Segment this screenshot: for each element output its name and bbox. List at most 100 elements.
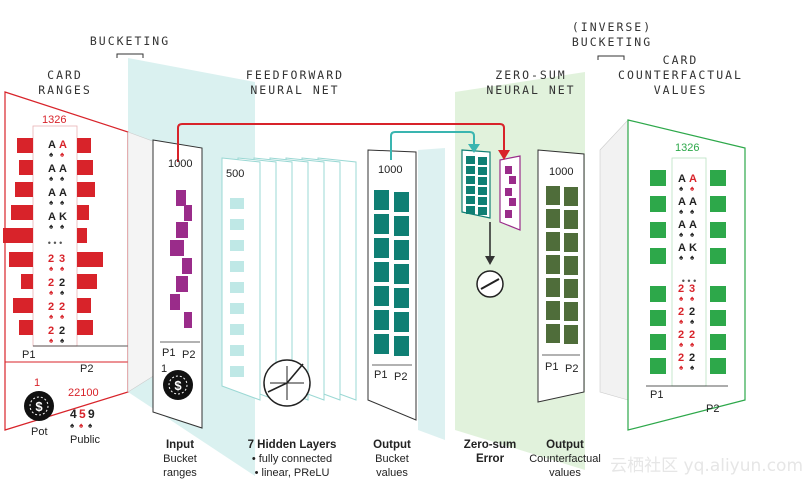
cf-p1-bar	[650, 248, 666, 264]
bucketing-connector	[127, 131, 156, 393]
p1-range-bar	[9, 252, 33, 267]
output-cell	[374, 214, 389, 234]
hidden-layers-stack	[221, 157, 357, 401]
p1-range-bar	[13, 298, 33, 313]
card-rank: A	[678, 196, 686, 208]
hidden-neuron	[230, 366, 244, 377]
public-card-suit-icon: ♠	[70, 421, 75, 430]
p2-range-bar	[77, 320, 93, 335]
zero-sum-output-panel	[537, 149, 585, 403]
hidden-plane	[418, 148, 445, 440]
card-rank: 3	[59, 253, 65, 265]
card-suit-icon: ♠	[60, 198, 65, 207]
cf-p2-bar	[710, 358, 726, 374]
hidden-caption: 7 Hidden Layers • fully connected • line…	[240, 438, 344, 480]
cf-p1-bar	[650, 358, 666, 374]
p1-range-bar	[19, 320, 33, 335]
p1-range-bar	[15, 182, 33, 197]
hidden-layer	[221, 157, 261, 401]
card-rank: K	[689, 242, 697, 254]
p2-range-bar	[77, 160, 93, 175]
card-suit-icon: ♠	[49, 264, 54, 273]
input-caption-sub: Bucket ranges	[163, 453, 197, 479]
p1-range-bar	[11, 205, 33, 220]
output-cell	[374, 334, 389, 354]
cf-p1-bar	[650, 196, 666, 212]
cf-p2-bar	[710, 170, 726, 186]
cf-p2-bar	[710, 222, 726, 238]
zs-output-p2: P2	[565, 363, 578, 375]
zs-teal-cell	[478, 157, 487, 165]
card-rank: 3	[689, 283, 695, 295]
card-suit-icon: ♠	[690, 184, 695, 193]
zs-teal-cell	[466, 196, 475, 204]
card-rank: 2	[59, 325, 65, 337]
card-rank: A	[59, 187, 67, 199]
p2-range-bar	[77, 298, 91, 313]
card-rank: 2	[48, 253, 54, 265]
output-caption-title: Output	[373, 439, 411, 451]
p2-range-bar	[77, 205, 89, 220]
input-caption-title: Input	[165, 439, 195, 451]
output-caption-sub: Bucket values	[375, 453, 409, 479]
zs-teal-cell	[466, 206, 475, 214]
input-bucket-bar	[184, 205, 192, 221]
public-value: 22100	[68, 387, 99, 399]
card-suit-icon: ♠	[49, 222, 54, 231]
card-suit-icon: ♠	[679, 253, 684, 262]
cf-p1-bar	[650, 286, 666, 302]
zerosum-caption-title: Zero-sum	[463, 439, 517, 451]
card-suit-icon: ♠	[690, 363, 695, 372]
card-rank: A	[689, 196, 697, 208]
zs-output-cell	[546, 301, 560, 320]
zs-output-cell	[546, 186, 560, 205]
zs-output-count: 1000	[549, 166, 573, 178]
card-suit-icon: ♠	[690, 230, 695, 239]
card-rank: 2	[48, 325, 54, 337]
input-bucket-bars	[170, 190, 192, 328]
output-cell	[394, 264, 409, 284]
card-suit-icon: ♠	[49, 198, 54, 207]
hidden-count: 500	[226, 168, 244, 180]
p2-range-bar	[77, 138, 91, 153]
card-rank: K	[59, 211, 67, 223]
output-cell	[374, 190, 389, 210]
card-suit-icon: ♠	[690, 294, 695, 303]
card-rank: A	[59, 163, 67, 175]
card-suit-icon: ♠	[60, 288, 65, 297]
card-suit-icon: ♠	[60, 222, 65, 231]
inverse-bucketing-heading: (INVERSE) BUCKETING	[571, 20, 653, 49]
p1-range-bar	[19, 160, 33, 175]
watermark: 云栖社区 yq.aliyun.com	[610, 456, 803, 476]
output-p1: P1	[374, 369, 387, 381]
bucketing-heading: BUCKETING	[89, 34, 171, 48]
output-count: 1000	[378, 164, 402, 176]
feedforward-heading: FEEDFORWARD NEURAL NET	[245, 68, 345, 97]
card-rank: 2	[678, 306, 684, 318]
card-suit-icon: ♠	[49, 174, 54, 183]
zs-output-cell	[546, 255, 560, 274]
card-rank: 2	[689, 329, 695, 341]
card-rank: 2	[48, 277, 54, 289]
output-cell	[394, 192, 409, 212]
card-suit-icon: ♠	[690, 317, 695, 326]
zs-output-cell	[564, 325, 578, 344]
pot-label: Pot	[31, 426, 48, 438]
card-ranges-p2: P2	[80, 363, 93, 375]
card-suit-icon: ♠	[690, 253, 695, 262]
output-cell	[394, 240, 409, 260]
card-rank: 2	[48, 301, 54, 313]
svg-text:$: $	[174, 378, 182, 393]
p2-range-bar	[77, 274, 97, 289]
card-suit-icon: ♠	[679, 340, 684, 349]
cf-p1-bar	[650, 310, 666, 326]
zs-output-cell	[564, 302, 578, 321]
output-cell	[394, 336, 409, 356]
inverse-bucketing-connector	[599, 119, 629, 401]
card-ranges-heading: CARD RANGES	[38, 68, 92, 97]
zero-sum-net-heading: ZERO-SUM NEURAL NET	[486, 68, 576, 97]
zs-output-cell	[564, 187, 578, 206]
